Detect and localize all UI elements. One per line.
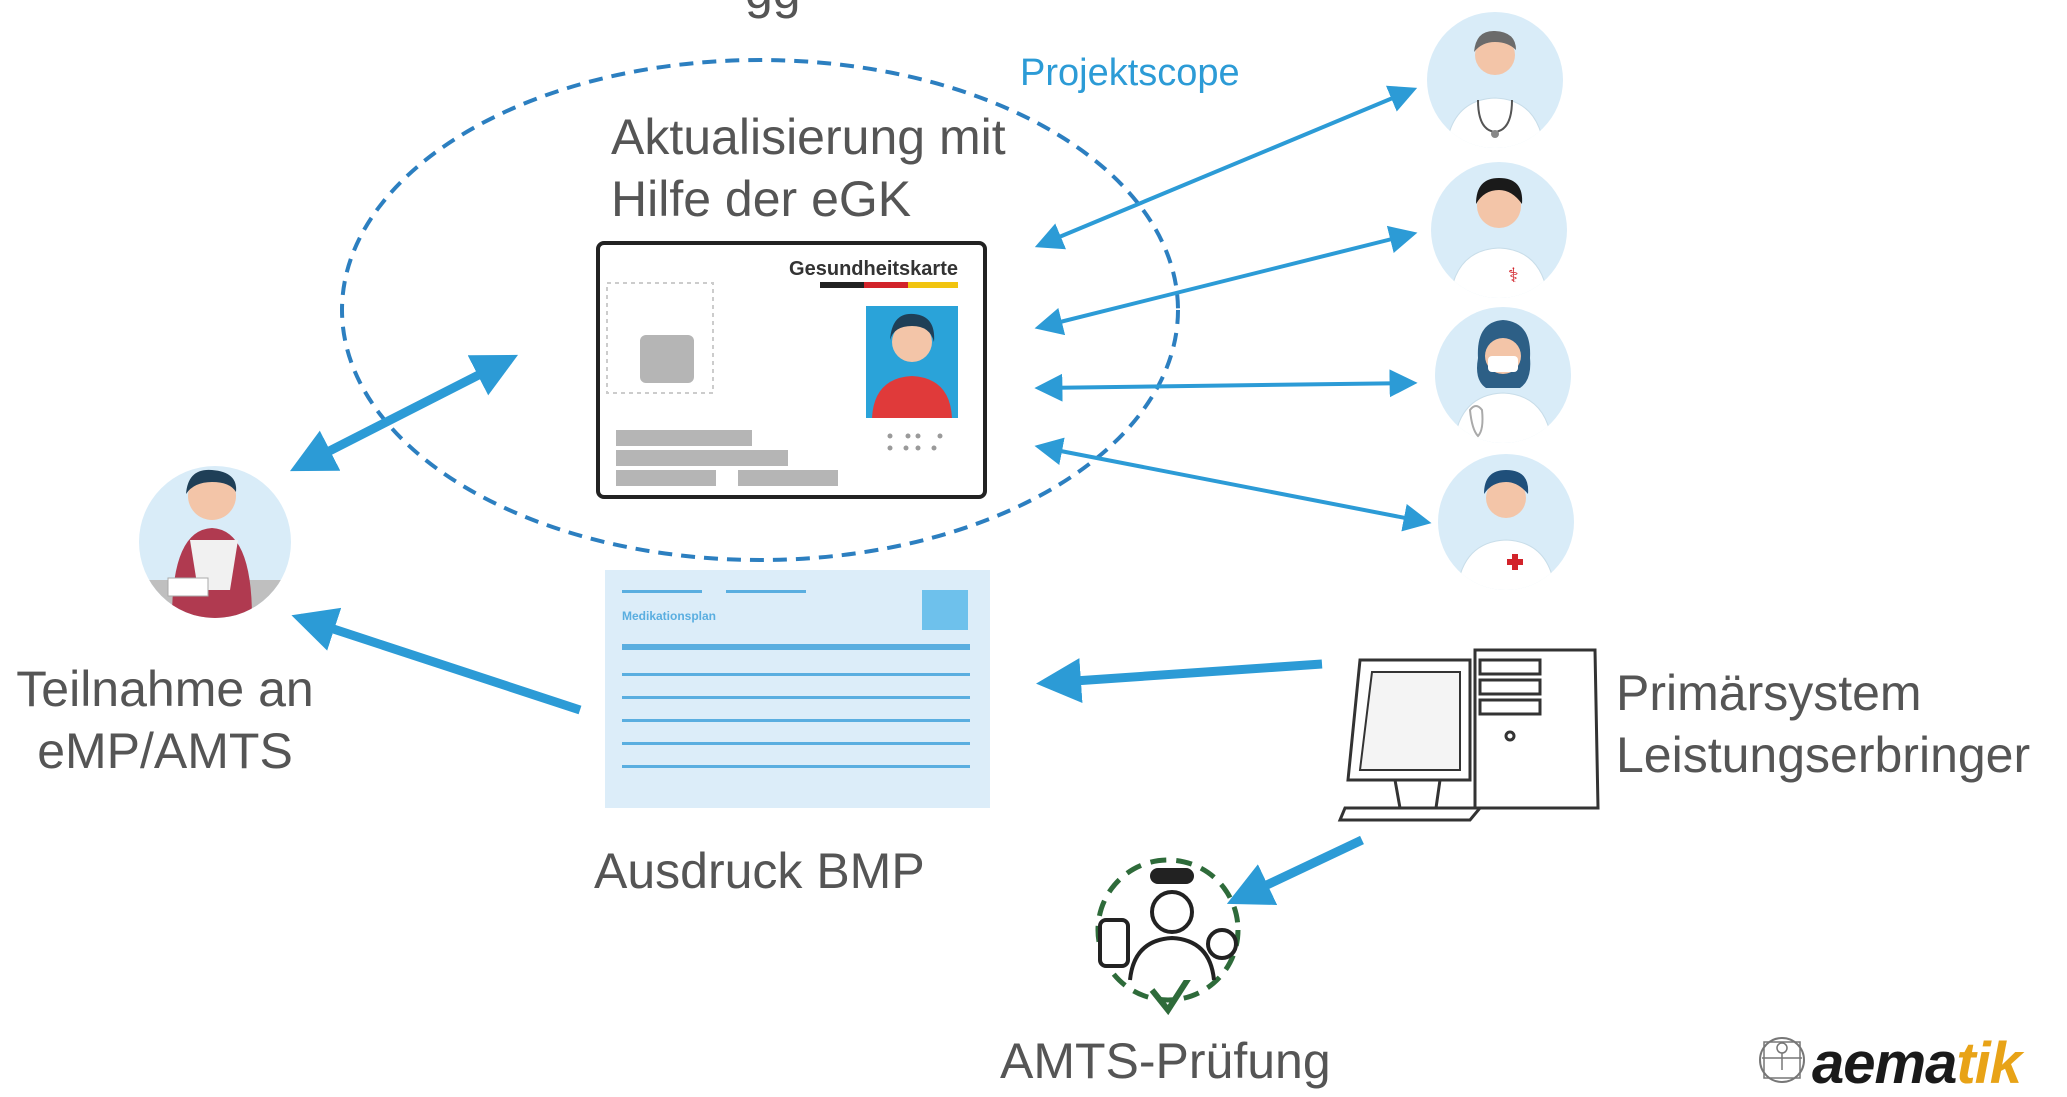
arrow-card-doctor [1034,85,1418,250]
computer-icon [1337,648,1600,822]
patient-line2: eMP/AMTS [37,723,293,779]
ps-line2: Leistungserbringer [1616,727,2031,783]
bmp-label: Ausdruck BMP [594,843,925,899]
arrow-card-nurse [1034,437,1432,532]
arrow-card-dentist [1034,369,1418,402]
ps-line1: Primärsystem [1616,665,1922,721]
patient-line1: Teilnahme an [16,661,314,717]
egk-card-icon: Gesundheitskarte [596,241,987,499]
update-line2: Hilfe der eGK [611,171,912,227]
arrow-system-amts [1226,835,1364,905]
primary-system-label: Primärsystem Leistungserbringer [1616,662,2030,786]
arrows [289,85,1432,905]
amts-check-icon [1095,857,1241,1016]
gematik-logo-text: aematik [1812,1030,2022,1097]
pharmacist-icon: ⚕ [1431,162,1567,298]
arrow-system-plan [1036,658,1323,703]
nurse-icon [1438,454,1574,590]
patient-icon [139,466,291,618]
doctor-icon [1427,12,1563,148]
arrow-plan-patient [291,607,582,715]
arrow-card-pharmacist [1034,225,1418,336]
top-cut-title: gg [745,0,801,19]
update-label: Aktualisierung mit Hilfe der eGK [611,106,1006,230]
plan-title: Medikationsplan [622,609,716,623]
dentist-icon [1435,307,1571,443]
arrow-patient-card [289,354,519,472]
amts-label: AMTS-Prüfung [1000,1033,1331,1089]
logo-part1: aema [1812,1031,1957,1096]
logo-part2: tik [1956,1031,2022,1096]
project-scope-label: Projektscope [1020,52,1240,94]
update-line1: Aktualisierung mit [611,109,1006,165]
card-title: Gesundheitskarte [789,258,958,280]
patient-label: Teilnahme an eMP/AMTS [10,658,320,782]
medication-plan-icon: Medikationsplan [605,570,990,808]
gematik-logo [1759,1037,1805,1083]
svg-text:⚕: ⚕ [1508,263,1519,287]
